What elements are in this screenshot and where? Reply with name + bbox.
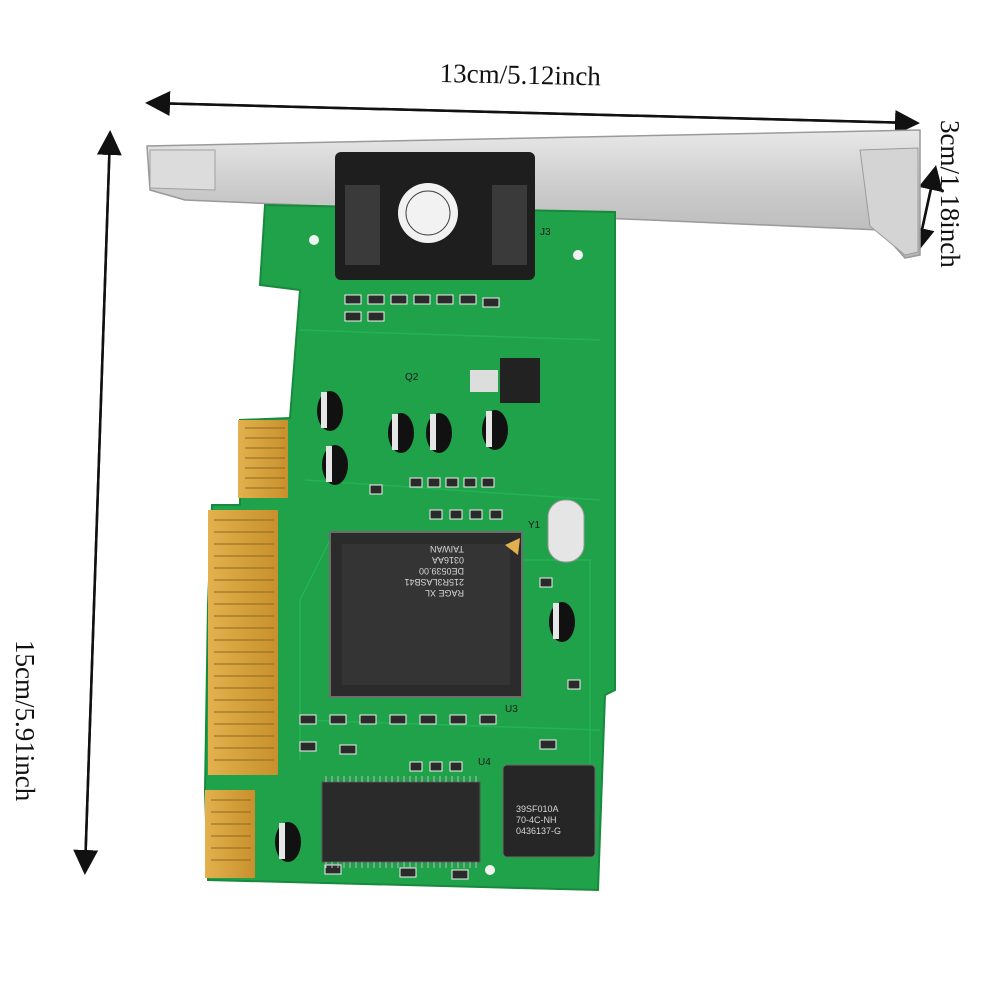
flash-chip-line-2: 70-4C-NH bbox=[516, 815, 557, 825]
bracket-label: 3cm/1.18inch bbox=[935, 120, 965, 268]
connector-label: J3 bbox=[540, 227, 551, 238]
bracket-arrow bbox=[910, 165, 943, 253]
flash-chip-line-3: 0436137-G bbox=[516, 826, 561, 836]
crystal-oscillator bbox=[547, 499, 585, 563]
mounting-hole bbox=[485, 865, 495, 875]
height-label: 15cm/5.91inch bbox=[10, 640, 40, 802]
gold-edge-connector bbox=[205, 420, 288, 878]
gpu-chip-line-5: TAIWAN bbox=[430, 544, 464, 554]
width-arrow bbox=[145, 91, 920, 135]
gpu-chip-line-2: 215R3LASB41 bbox=[404, 577, 464, 587]
silkscreen-u3: U3 bbox=[505, 704, 518, 715]
vga-connector: J3 bbox=[335, 152, 551, 280]
gpu-chip-line-1: RAGE XL bbox=[425, 588, 464, 598]
capacitors bbox=[275, 391, 575, 862]
flash-chip-line-1: 39SF010A bbox=[516, 804, 559, 814]
height-arrow bbox=[73, 130, 122, 875]
mounting-hole bbox=[309, 235, 319, 245]
width-label: 13cm/5.12inch bbox=[439, 58, 602, 92]
silkscreen-q2: Q2 bbox=[405, 372, 419, 383]
gpu-chip-line-3: DE0539.00 bbox=[419, 566, 464, 576]
flash-chip: 39SF010A 70-4C-NH 0436137-G bbox=[502, 764, 596, 858]
silkscreen-y1: Y1 bbox=[528, 520, 541, 531]
gpu-chip: RAGE XL 215R3LASB41 DE0539.00 0316AA TAI… bbox=[329, 531, 523, 715]
mounting-hole bbox=[573, 250, 583, 260]
voltage-regulator bbox=[470, 358, 540, 403]
gpu-chip-line-4: 0316AA bbox=[432, 555, 464, 565]
memory-chip: U4 bbox=[321, 757, 491, 868]
silkscreen-u4: U4 bbox=[478, 757, 491, 768]
smd-components bbox=[299, 294, 581, 880]
